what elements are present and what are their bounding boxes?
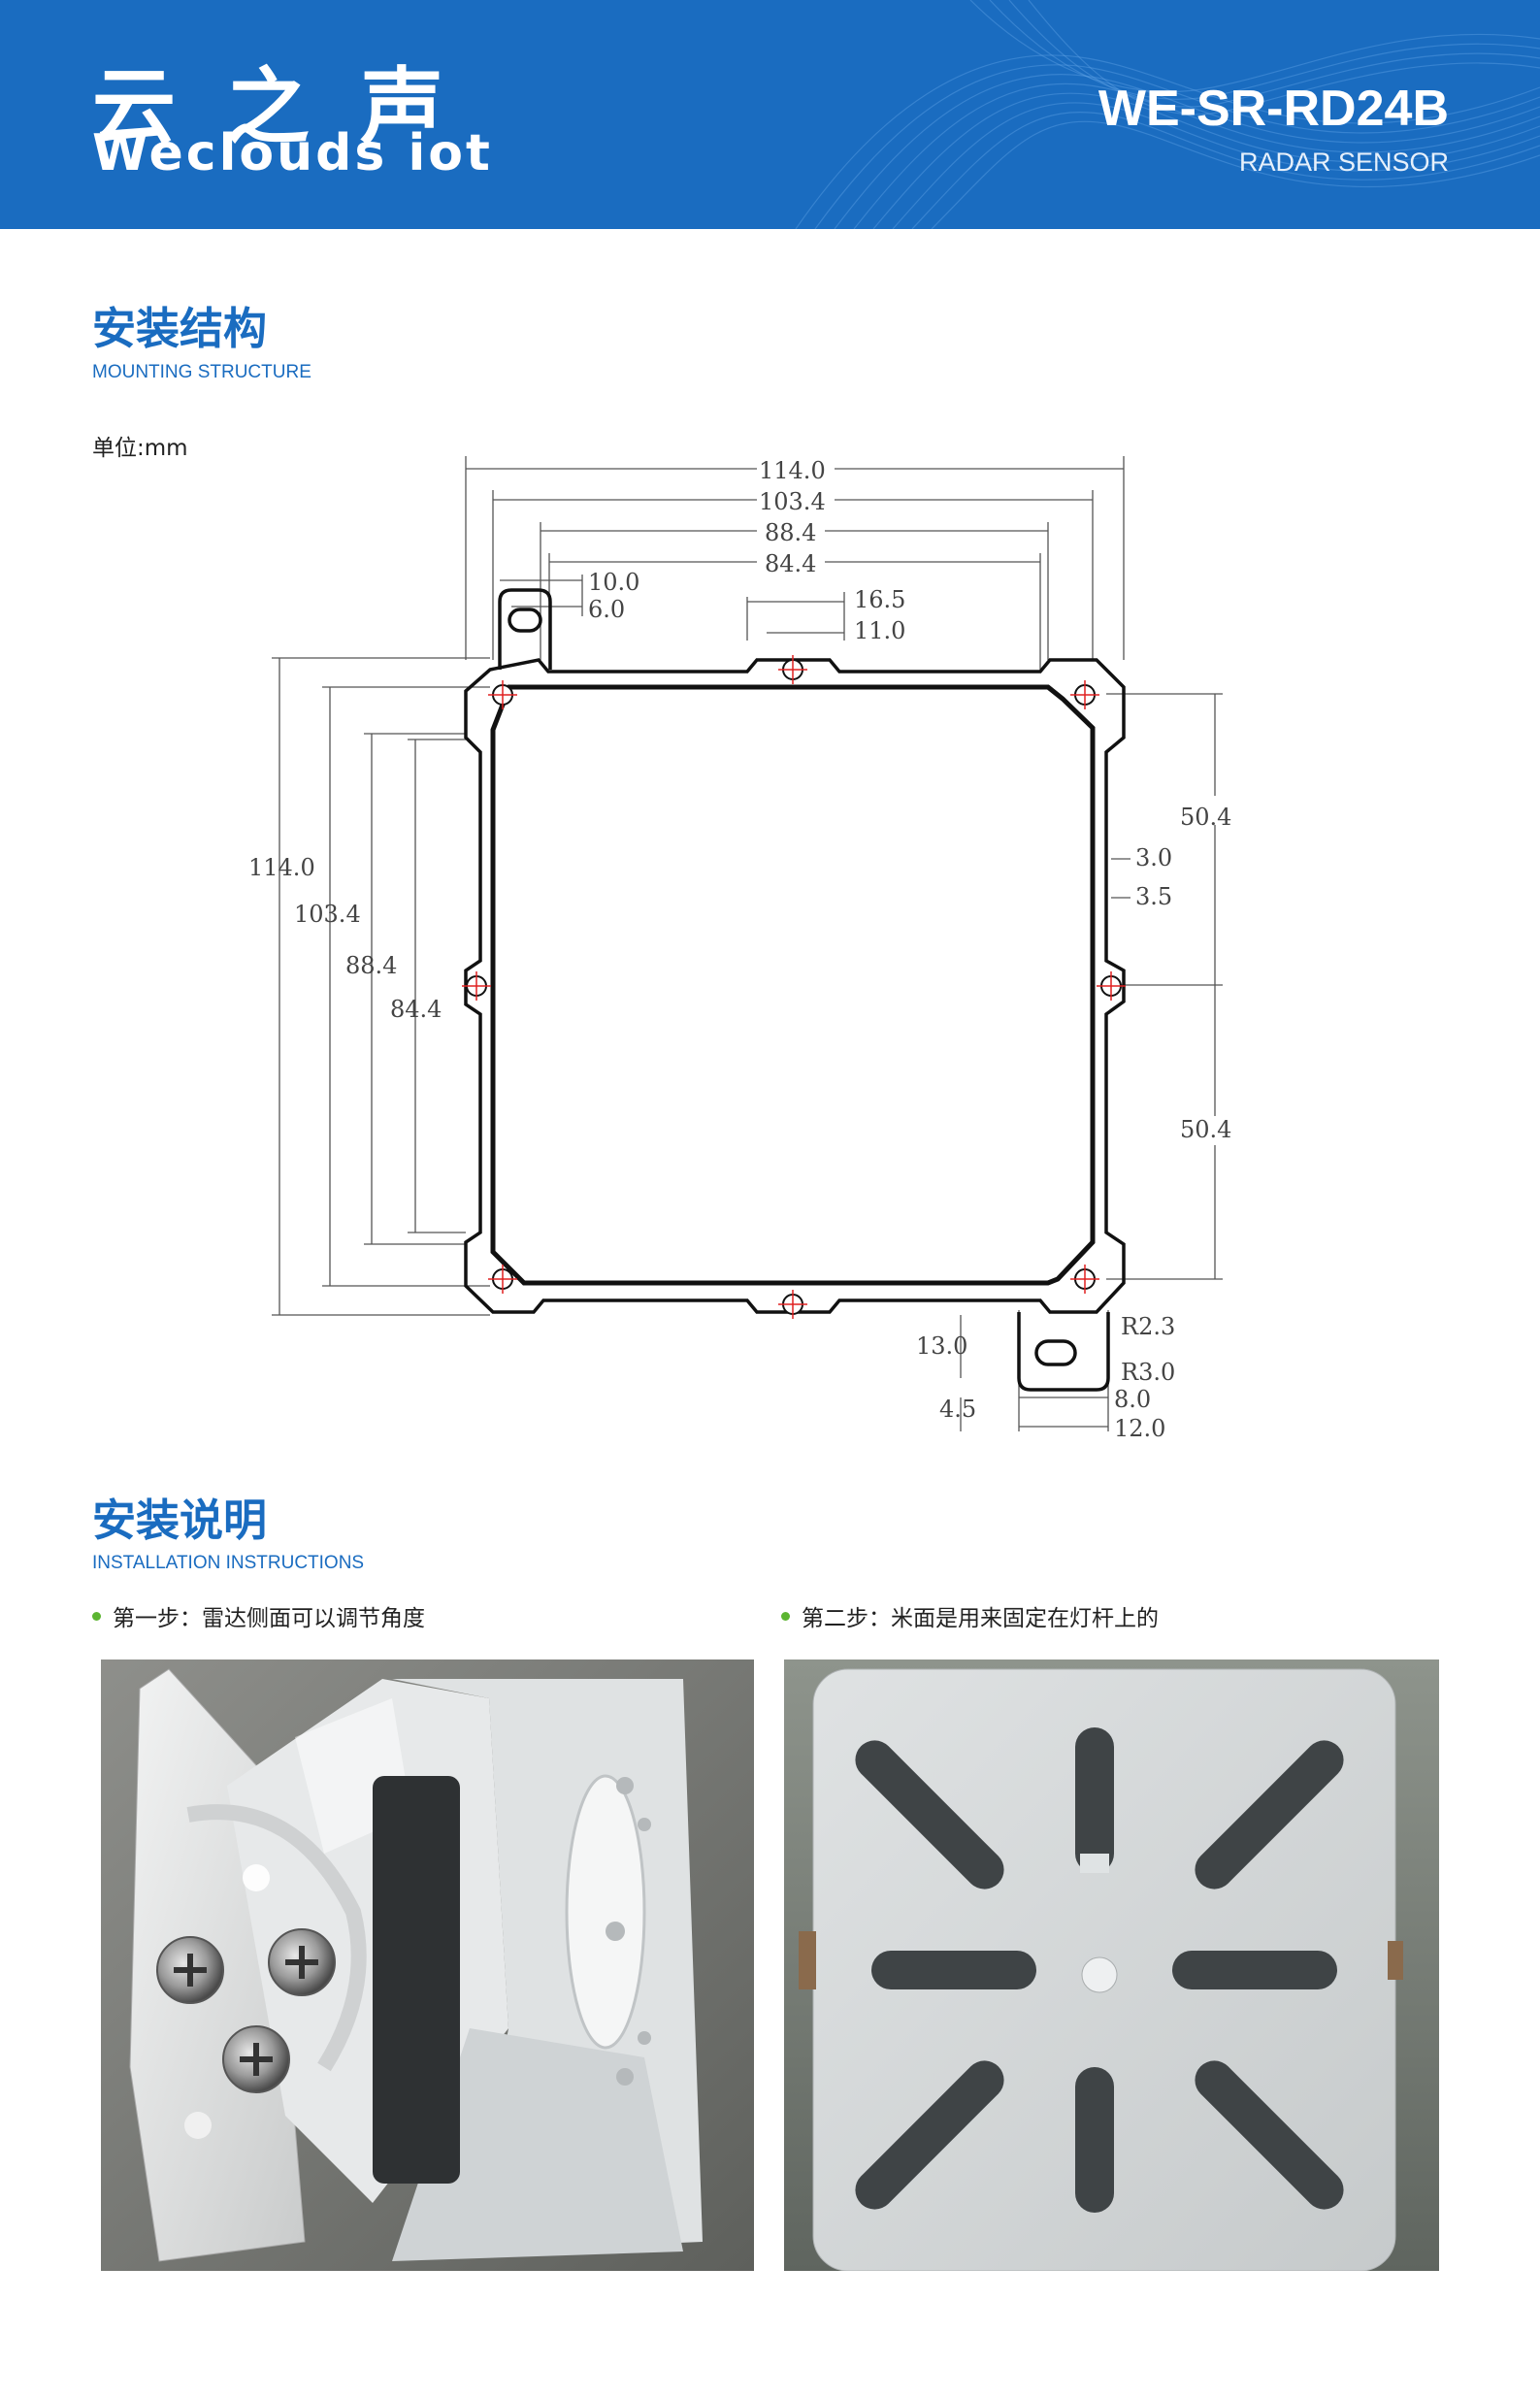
model-subtitle: RADAR SENSOR: [1238, 148, 1449, 177]
dim-mid-11: 11.0: [854, 617, 905, 644]
install-title: 安装说明: [92, 1495, 268, 1546]
dim-left-88: 88.4: [345, 952, 397, 979]
brand-cn-logo: 云之声: [92, 59, 494, 156]
dim-left-103: 103.4: [294, 901, 361, 928]
dim-bot-12: 12.0: [1114, 1415, 1165, 1442]
dim-top-114: 114.0: [759, 457, 826, 484]
dim-top-88: 88.4: [765, 519, 816, 546]
mounting-drawing: 114.0 103.4 88.4 84.4 10.0 6.0 16.5 11.0…: [248, 456, 1232, 1442]
dim-tab-6: 6.0: [588, 596, 625, 623]
dim-bot-8: 8.0: [1114, 1386, 1151, 1413]
dim-left-114: 114.0: [248, 854, 315, 881]
bracket-side-photo: [101, 1660, 754, 2271]
dim-bot-45: 4.5: [939, 1396, 976, 1423]
wave-decoration: [795, 0, 1540, 229]
dim-right-3: 3.0: [1135, 844, 1172, 871]
dim-top-84: 84.4: [765, 550, 816, 577]
dim-tab-10: 10.0: [588, 569, 639, 596]
dim-bot-13: 13.0: [916, 1332, 967, 1360]
dim-right-35: 3.5: [1135, 883, 1172, 910]
bullet-icon: [781, 1612, 790, 1621]
dim-left-84: 84.4: [390, 996, 442, 1023]
dim-bot-r30: R3.0: [1121, 1359, 1175, 1386]
step-1: 第一步：雷达侧面可以调节角度: [92, 1599, 425, 1632]
dim-top-103: 103.4: [759, 488, 826, 515]
step-1-text: 第一步：雷达侧面可以调节角度: [113, 1606, 425, 1631]
step-2: 第二步：米面是用来固定在灯杆上的: [781, 1599, 1159, 1632]
mounting-subtitle: MOUNTING STRUCTURE: [92, 362, 311, 382]
step-2-text: 第二步：米面是用来固定在灯杆上的: [802, 1606, 1159, 1631]
unit-label: 单位:mm: [92, 436, 188, 461]
header-banner: 云之声 Weclouds iot WE-SR-RD24B RADAR SENSO…: [0, 0, 1540, 229]
dim-mid-16: 16.5: [854, 586, 905, 613]
dim-bot-r23: R2.3: [1121, 1313, 1175, 1340]
dim-right-50a: 50.4: [1180, 804, 1231, 831]
model-number: WE-SR-RD24B: [1098, 81, 1449, 137]
brand-en-logo: Weclouds iot: [92, 124, 493, 182]
install-subtitle: INSTALLATION INSTRUCTIONS: [92, 1553, 365, 1573]
bullet-icon: [92, 1612, 101, 1621]
dim-right-50b: 50.4: [1180, 1116, 1231, 1143]
bracket-plate-photo: [784, 1660, 1439, 2271]
mounting-title: 安装结构: [92, 303, 268, 354]
